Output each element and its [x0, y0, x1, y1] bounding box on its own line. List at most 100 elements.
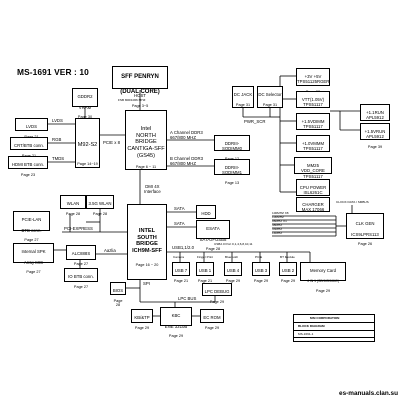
internal-spk-line2: Array MIC — [23, 259, 44, 265]
internal-spk-line1: Internal SPK — [21, 249, 46, 255]
apl-1v1-text: +1.1RUN APL5912 — [366, 110, 384, 121]
clk-gen-page: Page 26 — [357, 242, 373, 247]
title-block-company: MSI CORPORATION — [310, 316, 340, 320]
kbc-line1: KBC — [171, 313, 181, 319]
dc-selector-page: Page 31 — [262, 102, 278, 107]
hdmi-connector-page: Page 23 — [20, 172, 36, 177]
bios-block: BIOS Page 28 — [110, 282, 126, 307]
ec-rom-page: Page 29 — [204, 325, 220, 330]
wlan-card-page: Page 28 — [65, 211, 81, 216]
usb1-port: USB 1 Page 21 — [196, 262, 214, 283]
dc-jack-block: DC JACK Page 31 — [232, 86, 254, 108]
usb-cap-fingerprint: Finger Print — [197, 255, 213, 259]
power-3v5v-text: +3V +5V TPS51125RGER — [297, 74, 330, 85]
wlan-3g-label: 3.5G WLAN — [88, 201, 112, 207]
crt-connector-label: CRT/BTB conn. — [13, 143, 44, 149]
rgb-signal-label: RGB — [52, 137, 62, 142]
gddr-page: Page 30 — [73, 115, 97, 120]
clk-freq-2: 100MHZ — [272, 215, 284, 219]
title-block: MSI CORPORATION BLOCK DIAGRAM MS-1691-1 — [293, 314, 375, 342]
apl-1v5-page: Page 39 — [367, 144, 383, 149]
southbridge-block: INTEL SOUTH BRIDGE ICH9M-SFF Page 16 ~ 2… — [127, 204, 167, 280]
wlan-card: WLAN Page 28 — [60, 195, 86, 216]
m92-block: M92-S2 Page 14~19 — [75, 118, 100, 168]
cpu-line2: (DUAL CORE) — [120, 89, 160, 96]
smbus-label: CLOCK DATA / SMBUS — [336, 200, 369, 204]
clk-gen-line1: CLK GEN — [355, 221, 375, 227]
dc-jack-page: Page 31 — [235, 102, 251, 107]
m92-page: Page 14~19 — [77, 162, 98, 167]
clk-freq-5: 33MHZ — [272, 227, 283, 231]
usb-bus-label: USB1,1/2.0 — [172, 245, 194, 250]
clk-freq-1: 100MHZ X8 — [272, 211, 289, 215]
memory-card-line2: 4 IN 1 (SD/MS/MMC) — [306, 278, 340, 283]
dmi-label: DMI 4X Interface — [144, 184, 161, 194]
power-vtt-text: VTT(1.05V) TPS51117 — [301, 97, 325, 108]
kb-tp-block: KB/&TP Page 29 — [131, 309, 153, 330]
memory-card-block: Memory Card 4 IN 1 (SD/MS/MMC) Page 29 — [300, 262, 346, 293]
esata-line1: ESATA — [206, 226, 220, 232]
sata-hdd-label: SATA — [174, 206, 185, 211]
ddr-sodimm0-page: Page 12 — [215, 157, 249, 162]
internal-spk-block: Internal SPK Array MIC Page 27 — [13, 243, 54, 274]
clk-gen-line2: ICS9LPRS113 — [351, 231, 379, 237]
ddr-sodimm0: DDRIII-SODIMM0 Page 12 — [214, 135, 250, 161]
usb-cap-bt-module: BT Module — [280, 255, 295, 259]
kbc-block: KBC ENE 3310B Page 29 — [160, 307, 192, 338]
ddr-a-label: A Channel DDR3 667/800 MHZ — [170, 130, 203, 140]
lvds-connector-label: LVDS — [26, 124, 37, 130]
alc-codec-label: ALC888S — [71, 251, 91, 257]
northbridge-page: Page 6 ~ 11 — [135, 164, 157, 169]
usb3-port: USB 3 Page 29 — [252, 262, 270, 283]
clk-freq-6: 14MHZ — [272, 231, 283, 235]
power-dimm: +1.5VDIMM TPS51117 Page 34 — [296, 113, 330, 139]
pciexpress-label: PCI-EXPRESS — [64, 226, 93, 231]
usb4-page: Page 29 — [225, 278, 241, 283]
usb1-label: USB 1 — [198, 268, 212, 274]
ddr-sodimm1: DDRIII-SODIMM1 Page 13 — [214, 159, 250, 185]
power-vddcore: MM25 VDD_CORE TPS51117 Page 36 — [294, 157, 332, 188]
usb7-port: USB 7 Page 21 — [172, 262, 190, 283]
gddr-block: GDDR2 VRAM Page 30 — [72, 88, 98, 119]
host-sub-label: FSB 800/1066 MHZ — [118, 98, 146, 102]
cpu-block: SFF PENRYN (DUAL CORE) Page 3~5 — [112, 66, 168, 108]
gddr-line2: VRAM — [78, 104, 92, 110]
apl-1v5-text: +1.5VRUN APL5912 — [364, 129, 386, 140]
gddr-line1: GDDR2 — [77, 94, 93, 100]
azalia-label: Aazlia — [104, 248, 116, 253]
esata-block: ESATA SATA3+USB8 Page 28 — [196, 220, 230, 251]
usb3-label: USB 3 — [254, 268, 268, 274]
wlan-card-label: WLAN — [66, 201, 80, 207]
wlan-3g-card: 3.5G WLAN Page 28 — [86, 195, 114, 216]
sata-esata-label: SATA — [174, 221, 185, 226]
kb-tp-label: KB/&TP — [134, 315, 150, 321]
usb7-page: Page 21 — [173, 278, 189, 283]
ec-rom-block: EC ROM Page 29 — [200, 309, 224, 330]
dc-selector-label: DC Selector — [258, 92, 282, 98]
apl-1v5-block: +1.5VRUN APL5912 Page 39 — [360, 123, 390, 149]
power-mmm-text: +1.0VMMM TPS51117 — [301, 141, 325, 152]
internal-spk-page: Page 27 — [26, 270, 41, 275]
hdmi-connector: HDMI BTB conn. Page 23 — [8, 156, 48, 177]
ec-rom-label: EC ROM — [203, 315, 221, 321]
usb7-label: USB 7 — [174, 268, 188, 274]
usb2-label: USB 2 — [281, 268, 295, 274]
power-vtt: VTT(1.05V) TPS51117 Page 33 — [296, 91, 330, 117]
power-dimm-text: +1.5VDIMM TPS51117 — [301, 119, 325, 130]
usb3-page: Page 29 — [253, 278, 269, 283]
charger-block: CHARGER MAX 17066 — [296, 197, 330, 212]
clk-freq-4: 48MHZ — [272, 223, 283, 227]
pcie-lan-line1: PCIE-LAN — [21, 217, 42, 223]
usb2-page: Page 29 — [280, 278, 296, 283]
tmds-signal-label: TMDS — [52, 156, 65, 161]
pcie16-label: PCIE x 8 — [103, 140, 120, 145]
lpc-debug-block: LPC DEBUG Page 29 — [202, 283, 232, 304]
bios-label: BIOS — [112, 288, 124, 294]
northbridge-text: Intel NORTH BRIDGE CANTIGA-SFF (GS45) — [127, 125, 165, 159]
usb4-label: USB 4 — [226, 268, 240, 274]
lvds-connector: LVDS Page 21 — [15, 118, 48, 139]
crt-connector: CRT/BTB conn. Page 21 — [10, 137, 48, 158]
lvds-signal-label: LVDS — [52, 118, 63, 123]
northbridge-block: Intel NORTH BRIDGE CANTIGA-SFF (GS45) Pa… — [125, 110, 167, 170]
